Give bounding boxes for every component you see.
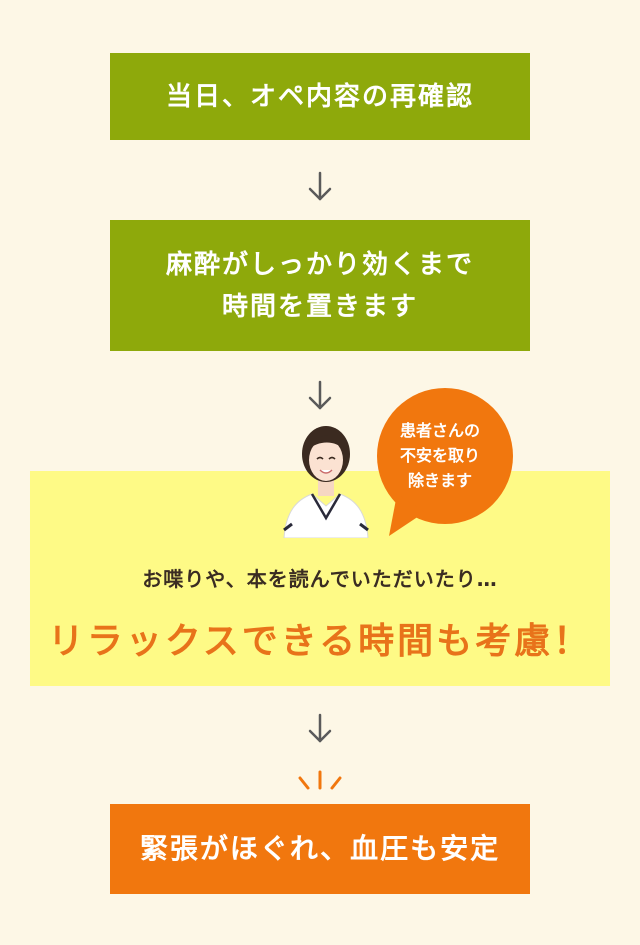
step-label: 緊張がほぐれ、血圧も安定 bbox=[140, 828, 500, 870]
bubble-line: 不安を取り bbox=[385, 443, 495, 468]
step-label-line-1: 麻酔がしっかり効くまで bbox=[166, 244, 474, 286]
step-box-reconfirm: 当日、オペ内容の再確認 bbox=[110, 53, 530, 140]
step-box-anesthesia: 麻酔がしっかり効くまで 時間を置きます bbox=[110, 220, 530, 351]
arrow-down-icon bbox=[305, 170, 335, 204]
relax-headline: リラックスできる時間も考慮！ bbox=[0, 612, 640, 664]
bubble-line: 患者さんの bbox=[385, 418, 495, 443]
step-label: 当日、オペ内容の再確認 bbox=[166, 76, 474, 118]
step-box-relaxed: 緊張がほぐれ、血圧も安定 bbox=[110, 804, 530, 894]
step-label-line-2: 時間を置きます bbox=[222, 286, 418, 328]
arrow-down-icon bbox=[305, 379, 335, 413]
bubble-text: 患者さんの 不安を取り 除きます bbox=[385, 418, 495, 493]
relax-subtitle: お喋りや、本を読んでいただいたり… bbox=[0, 563, 640, 592]
sparkle-icon bbox=[288, 768, 352, 798]
bubble-line: 除きます bbox=[385, 468, 495, 493]
arrow-down-icon bbox=[305, 712, 335, 746]
nurse-illustration bbox=[278, 420, 374, 538]
